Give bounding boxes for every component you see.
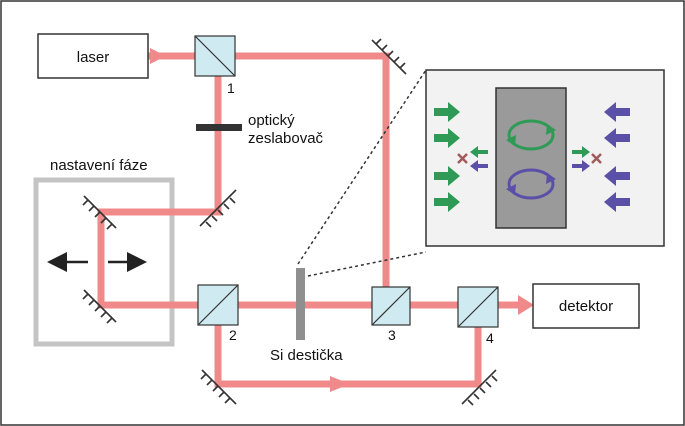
beam-splitter-4: 4 xyxy=(457,286,499,346)
mirror-icon xyxy=(200,369,237,405)
mirror-icon xyxy=(82,289,117,324)
arrow-icon xyxy=(470,146,488,158)
zoom-line xyxy=(307,251,427,277)
attenuator-label-line2: zeslabovač xyxy=(248,130,324,147)
attenuator-bar xyxy=(196,124,242,131)
sample-label: Si destička xyxy=(270,347,343,364)
mirror-icon xyxy=(461,369,498,406)
beam-top-path xyxy=(148,52,390,300)
beam-splitter-number: 3 xyxy=(388,327,396,343)
arrow-icon xyxy=(572,146,590,158)
zoom-line xyxy=(297,69,427,265)
beam-bottom-path xyxy=(214,305,482,388)
beam-splitter-2: 2 xyxy=(197,284,239,343)
cross-icon xyxy=(591,153,602,164)
beam-splitter-number: 2 xyxy=(229,327,237,343)
loop-arrow-icon xyxy=(506,168,556,200)
inset-panel xyxy=(425,69,665,247)
arrow-icon xyxy=(470,160,488,172)
inset-slab xyxy=(495,87,567,229)
beam-splitter-1: 1 xyxy=(194,35,236,96)
phase-box xyxy=(33,177,175,347)
detector-box xyxy=(532,283,640,329)
beam-arrow-laser xyxy=(150,48,166,64)
mirrors xyxy=(82,38,498,406)
mirror-icon xyxy=(199,189,237,228)
attenuator-label-line1: optický xyxy=(248,112,295,129)
cross-icon xyxy=(457,153,468,164)
beam-splitter-number: 1 xyxy=(227,80,235,96)
phase-box-label: nastavení fáze xyxy=(50,157,148,174)
beam-arrow-bottom xyxy=(330,376,350,392)
loop-arrow-icon xyxy=(506,119,556,151)
mirror-icon xyxy=(82,195,117,230)
laser-box xyxy=(37,33,149,79)
laser-label: laser xyxy=(77,49,110,66)
detector-label: detektor xyxy=(559,298,613,315)
beam-arrow-detector xyxy=(518,295,534,315)
mirror-icon xyxy=(371,38,407,75)
beam-splitter-number: 4 xyxy=(486,330,494,346)
arrow-icon xyxy=(604,102,630,212)
beam-splitter-3: 3 xyxy=(371,286,411,343)
arrow-icon xyxy=(434,102,460,212)
arrow-icon xyxy=(572,160,590,172)
si-wafer xyxy=(296,268,305,340)
